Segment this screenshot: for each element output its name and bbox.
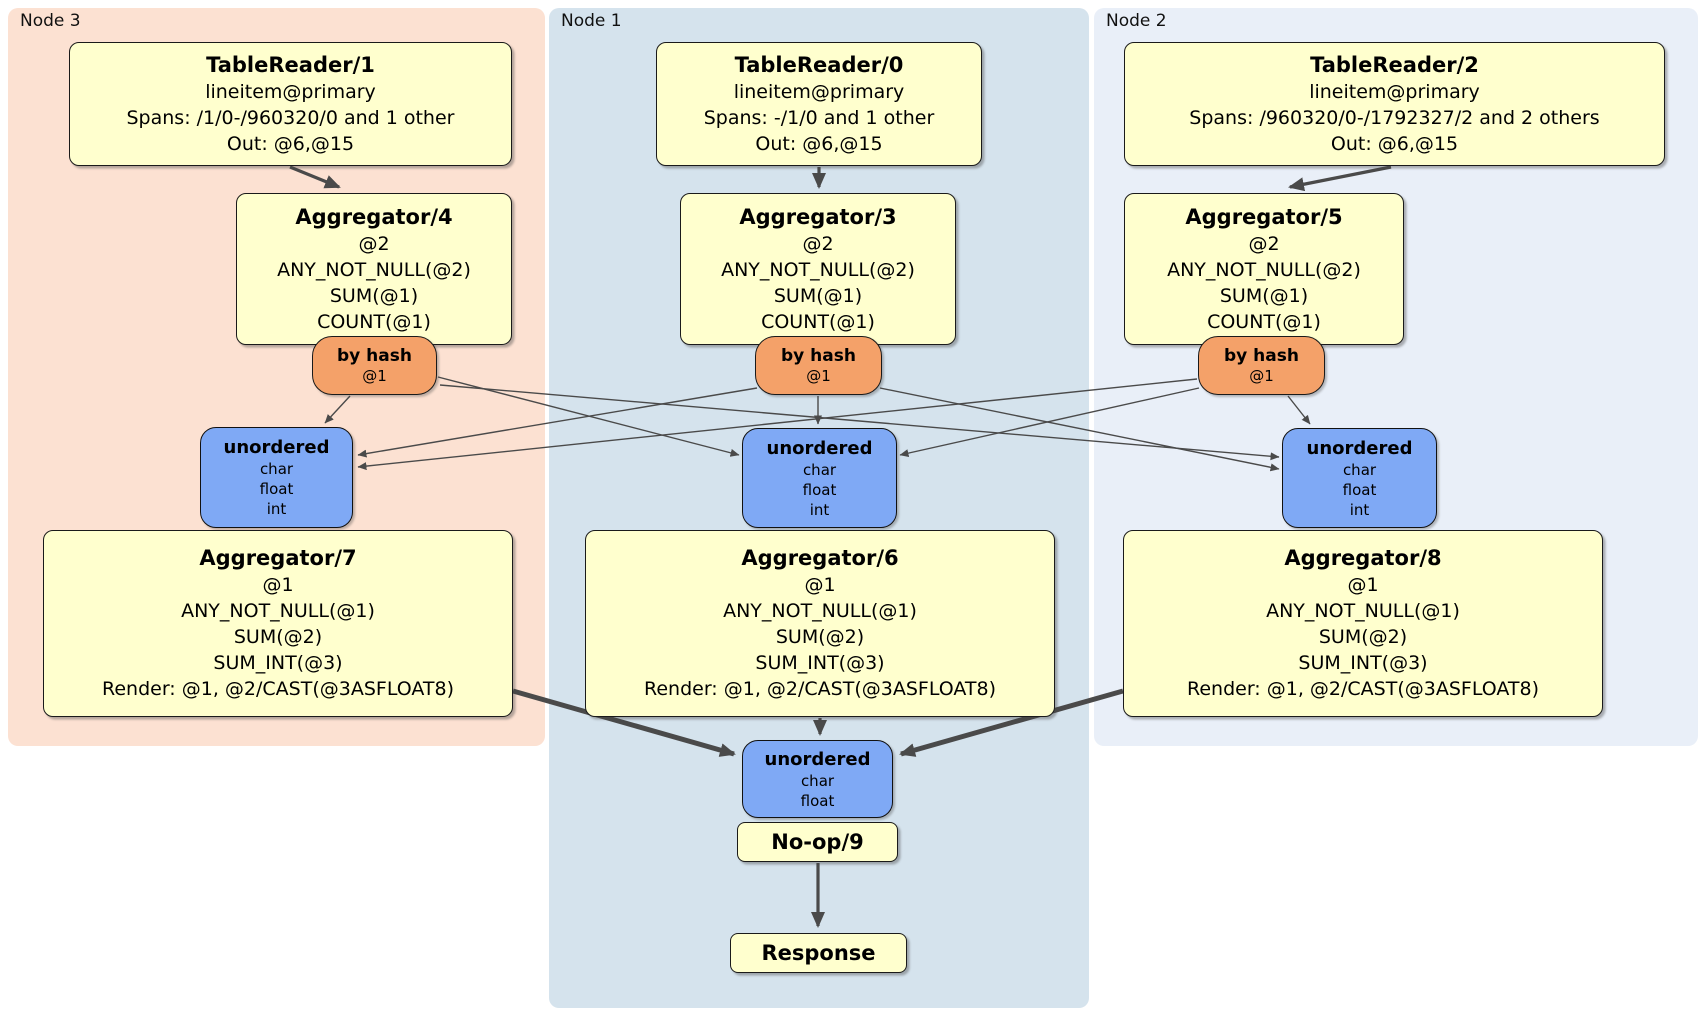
aggregator-6-box: Aggregator/6 @1 ANY_NOT_NULL(@1) SUM(@2)… — [585, 530, 1055, 717]
unordered-sync-node2: unordered char float int — [1282, 428, 1437, 528]
aggregator-4-box: Aggregator/4 @2 ANY_NOT_NULL(@2) SUM(@1)… — [236, 193, 512, 345]
response-box: Response — [730, 933, 907, 973]
edge-tr1-agg4 — [289, 165, 341, 189]
aggregator-7-box: Aggregator/7 @1 ANY_NOT_NULL(@1) SUM(@2)… — [43, 530, 513, 717]
noop-9-title: No-op/9 — [771, 829, 864, 854]
node3-region-label: Node 3 — [20, 11, 81, 31]
edge-hash1-sync3 — [357, 387, 758, 458]
unordered-sync-node3: unordered char float int — [200, 427, 353, 528]
edge-tr2-agg5 — [1288, 165, 1392, 192]
edge-agg8-final-sync — [899, 688, 1124, 757]
edge-hash1-sync2 — [879, 387, 1280, 472]
tablereader-0-box: TableReader/0 lineitem@primary Spans: -/… — [656, 42, 982, 166]
edge-hash3-sync3 — [324, 395, 351, 424]
aggregator-4-title: Aggregator/4 — [295, 204, 453, 229]
noop-9-box: No-op/9 — [737, 822, 898, 862]
tablereader-0-title: TableReader/0 — [734, 52, 904, 77]
edge-hash2-sync3 — [357, 378, 1198, 471]
aggregator-5-box: Aggregator/5 @2 ANY_NOT_NULL(@2) SUM(@1)… — [1124, 193, 1404, 345]
aggregator-5-title: Aggregator/5 — [1185, 204, 1343, 229]
aggregator-3-box: Aggregator/3 @2 ANY_NOT_NULL(@2) SUM(@1)… — [680, 193, 956, 345]
aggregator-6-title: Aggregator/6 — [741, 546, 899, 570]
node2-region-label: Node 2 — [1106, 11, 1167, 31]
aggregator-7-title: Aggregator/7 — [199, 546, 357, 570]
by-hash-router-node2: by hash @1 — [1198, 336, 1325, 395]
edge-hash3-sync2 — [439, 384, 1280, 461]
tablereader-2-box: TableReader/2 lineitem@primary Spans: /9… — [1124, 42, 1665, 166]
aggregator-8-title: Aggregator/8 — [1284, 546, 1442, 570]
response-title: Response — [761, 940, 876, 965]
unordered-sync-final: unordered char float — [742, 740, 893, 818]
tablereader-1-box: TableReader/1 lineitem@primary Spans: /1… — [69, 42, 512, 166]
tablereader-1-title: TableReader/1 — [206, 52, 375, 77]
edge-agg7-final-sync — [512, 688, 736, 757]
tablereader-2-title: TableReader/2 — [1310, 52, 1479, 77]
aggregator-3-title: Aggregator/3 — [739, 204, 897, 229]
by-hash-router-node1: by hash @1 — [755, 336, 882, 395]
edge-hash2-sync1 — [899, 387, 1200, 458]
edge-hash2-sync2 — [1287, 395, 1311, 425]
unordered-sync-node1: unordered char float int — [742, 428, 897, 528]
aggregator-8-box: Aggregator/8 @1 ANY_NOT_NULL(@1) SUM(@2)… — [1123, 530, 1603, 717]
node1-region-label: Node 1 — [561, 11, 622, 31]
by-hash-router-node3: by hash @1 — [312, 336, 437, 395]
